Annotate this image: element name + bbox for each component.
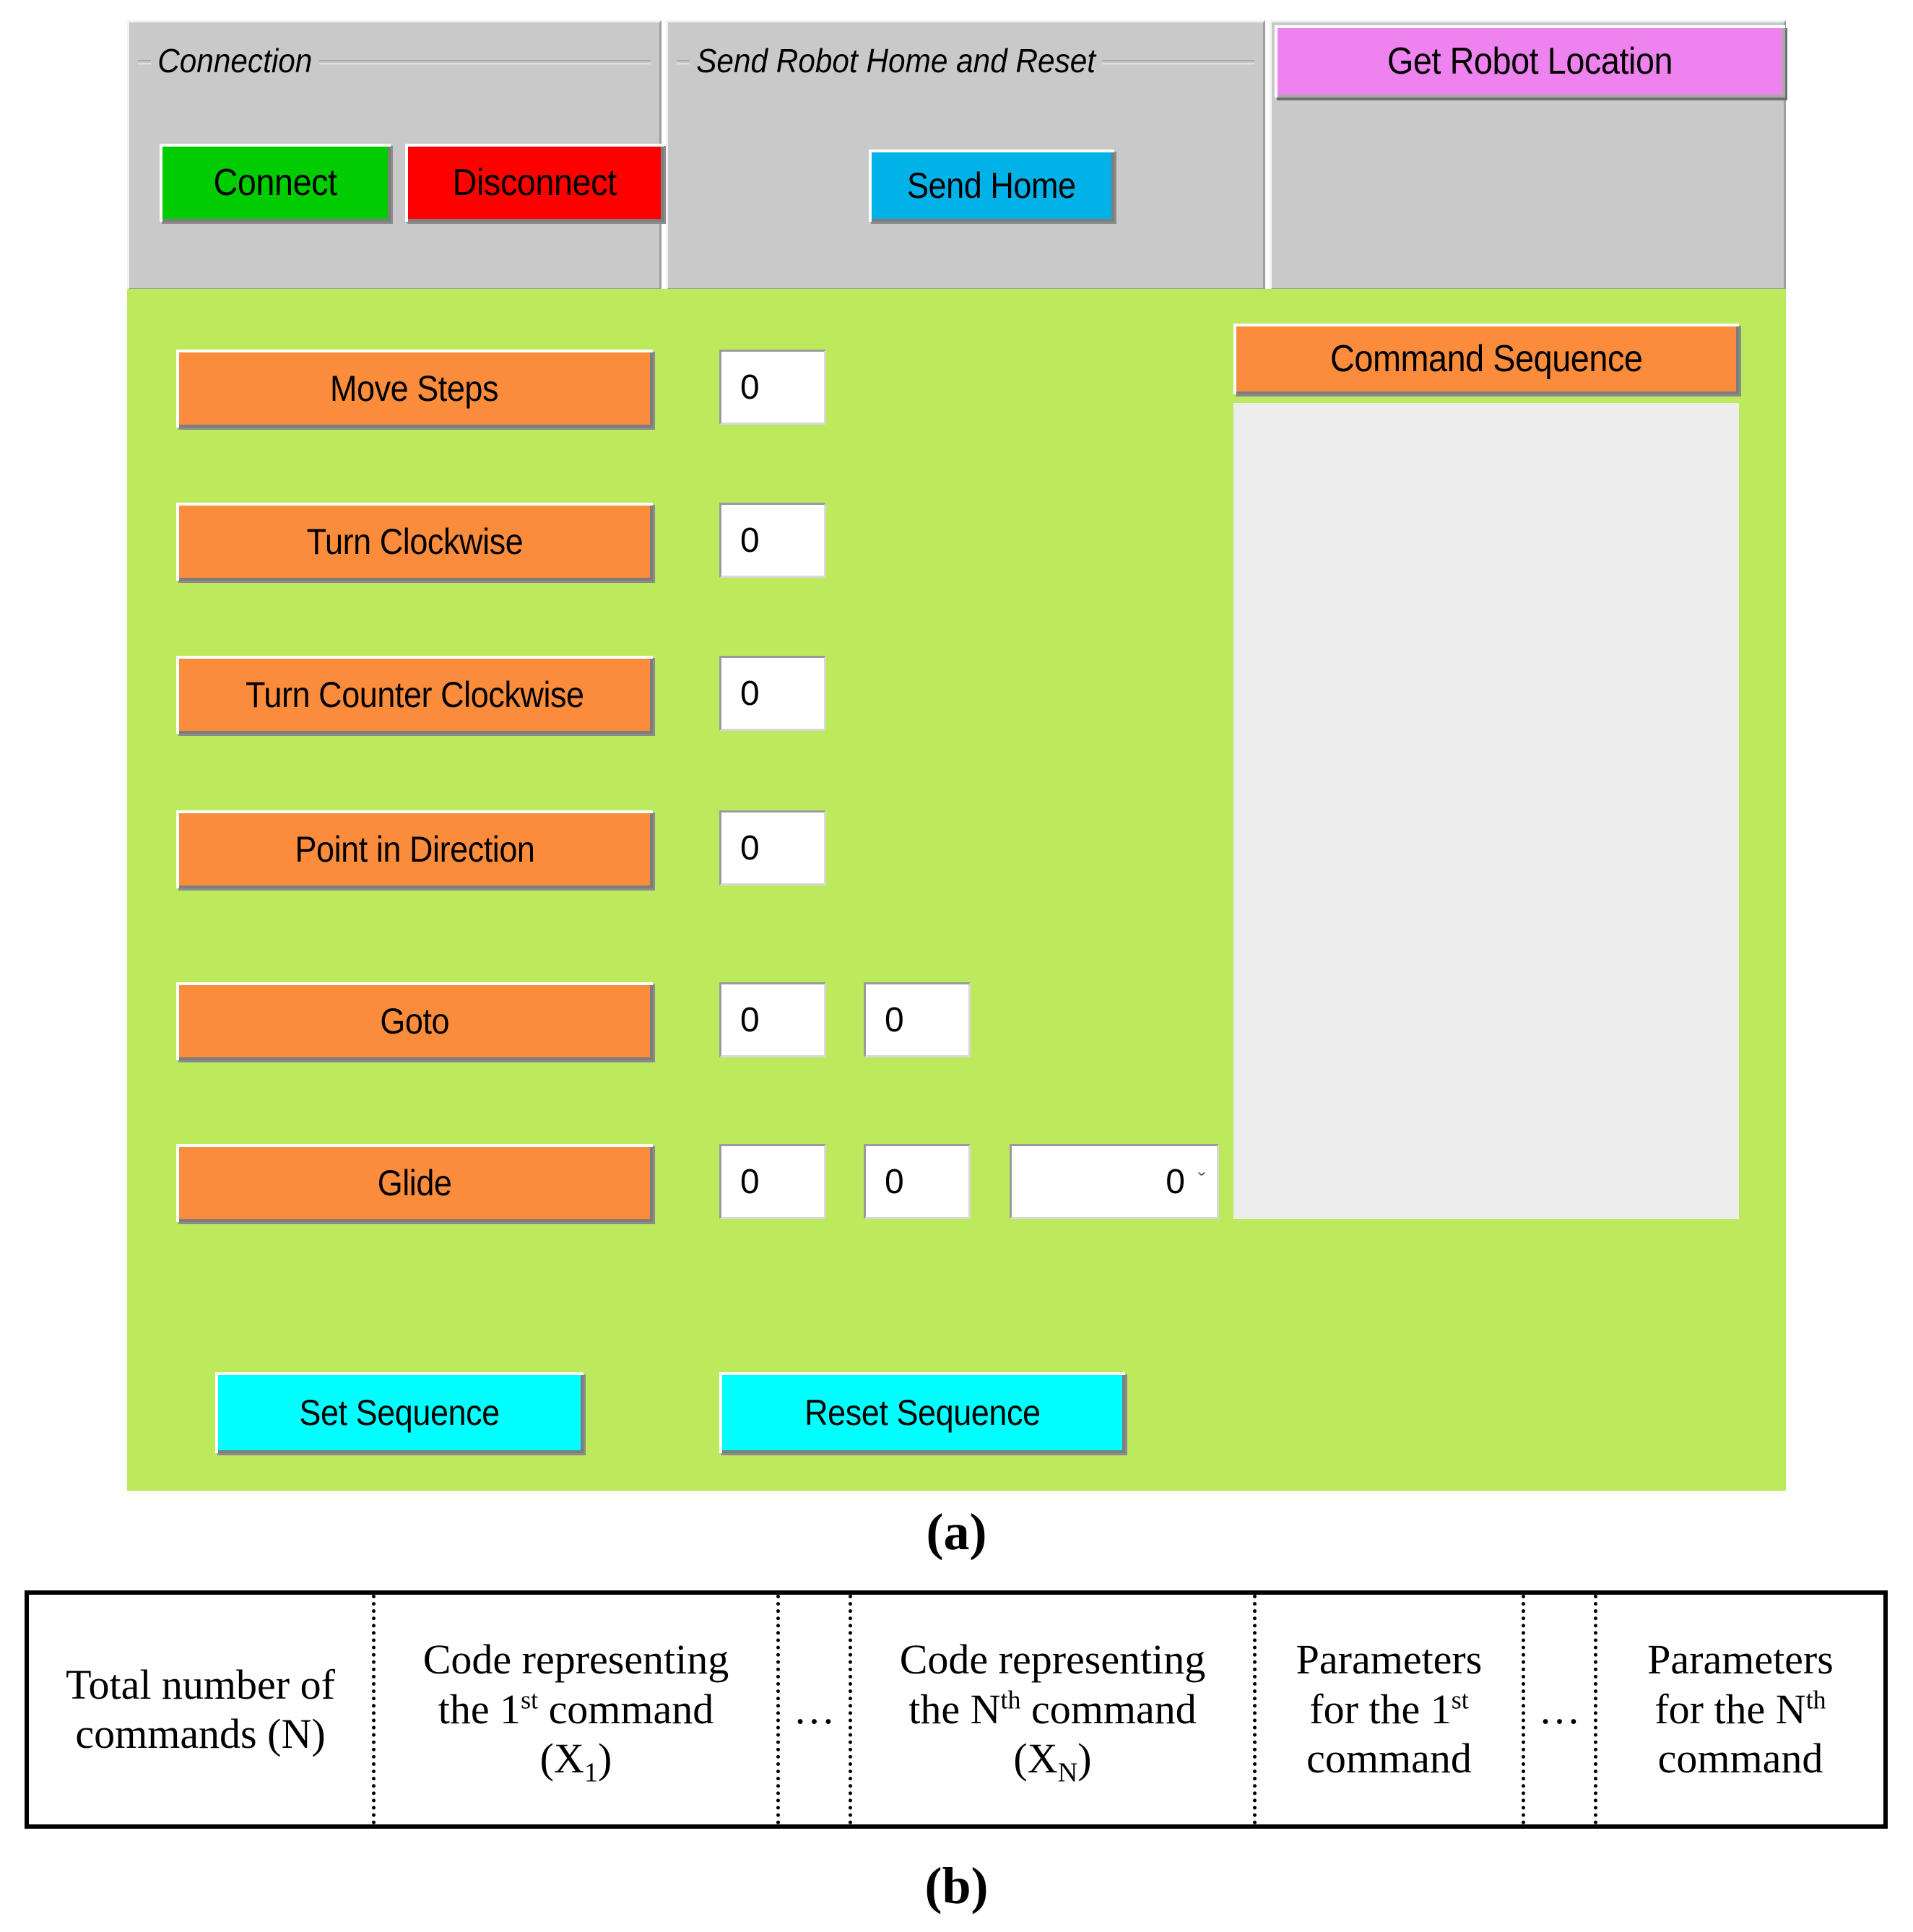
cell-line-1: Code representing [899,1636,1206,1684]
glide-button-label: Glide [377,1163,452,1203]
get-robot-location-button[interactable]: Get Robot Location [1275,25,1785,98]
table-cell-ellipsis-codes: … [780,1595,852,1824]
send-home-button-label: Send Home [907,165,1076,206]
get-robot-location-button-label: Get Robot Location [1387,40,1673,82]
robot-control-gui: Connection Connect Disconnect Send Robot… [127,10,1786,1491]
table-cell-ellipsis-parameters: … [1525,1595,1597,1824]
figure-caption-a: (a) [926,1503,987,1561]
cell-line-3: command [1306,1735,1472,1782]
glide-duration-combobox[interactable]: 0 ˇ [1010,1144,1219,1219]
chevron-down-icon[interactable]: ˇ [1198,1169,1205,1193]
glide-x-input[interactable]: 0 [719,1144,826,1219]
command-sequence-button[interactable]: Command Sequence [1233,324,1739,394]
cell-line-2: commands (N) [75,1710,326,1757]
ellipsis-text: … [793,1685,836,1733]
command-row-turn-counter-clockwise: Turn Counter Clockwise 0 [127,656,1786,742]
table-cell-code-nth-command: Code representing the Nth command (XN) [852,1595,1257,1824]
cell-line-2: for the Nth [1654,1685,1826,1733]
point-in-direction-input[interactable]: 0 [719,810,826,885]
cell-line-1: Code representing [422,1636,729,1684]
goto-button-label: Goto [380,1001,449,1041]
cell-line-3: (XN) [1013,1735,1092,1788]
group-send-robot-home-and-reset: Send Robot Home and Reset Send Home [666,20,1265,290]
glide-duration-value: 0 [1166,1162,1185,1201]
point-in-direction-button-label: Point in Direction [294,829,535,870]
command-row-move-steps: Move Steps 0 [127,350,1786,436]
command-sequence-button-label: Command Sequence [1329,338,1643,380]
group-connection: Connection Connect Disconnect [127,20,664,290]
goto-x-input[interactable]: 0 [719,982,826,1057]
packet-format-table: Total number of commands (N) Code repres… [25,1590,1888,1829]
table-cell-parameters-first-command: Parameters for the 1st command [1257,1595,1525,1824]
glide-button[interactable]: Glide [176,1144,653,1222]
table-cell-total-commands: Total number of commands (N) [29,1595,376,1824]
move-steps-button[interactable]: Move Steps [176,350,653,428]
group-home-legend: Send Robot Home and Reset [690,41,1103,80]
cell-line-2: for the 1st [1309,1685,1469,1733]
point-in-direction-button[interactable]: Point in Direction [176,810,653,888]
command-row-goto: Goto 0 0 [127,982,1786,1069]
ellipsis-text: … [1538,1685,1581,1733]
disconnect-button-label: Disconnect [452,162,617,204]
reset-sequence-button[interactable]: Reset Sequence [719,1372,1125,1453]
cell-line-2: the Nth command [908,1685,1197,1733]
turn-counter-clockwise-input[interactable]: 0 [719,656,826,731]
cell-line-1: Parameters [1296,1636,1483,1684]
glide-y-input[interactable]: 0 [864,1144,971,1219]
command-sequence-listbox[interactable] [1233,403,1739,1219]
table-cell-parameters-nth-command: Parameters for the Nth command [1597,1595,1883,1824]
reset-sequence-button-label: Reset Sequence [804,1392,1041,1433]
cell-line-3: (X1) [539,1735,612,1788]
set-sequence-button-label: Set Sequence [299,1392,500,1433]
turn-counter-clockwise-button-label: Turn Counter Clockwise [245,675,584,715]
connect-button[interactable]: Connect [160,144,391,222]
command-row-glide: Glide 0 0 0 ˇ [127,1144,1786,1231]
turn-clockwise-button[interactable]: Turn Clockwise [176,503,653,581]
command-builder-panel: Move Steps 0 Turn Clockwise 0 Turn Count… [127,289,1786,1491]
connect-button-label: Connect [213,162,337,204]
move-steps-input[interactable]: 0 [719,350,826,425]
move-steps-button-label: Move Steps [330,368,499,409]
group-connection-rule [138,60,651,64]
send-home-button[interactable]: Send Home [869,150,1114,222]
table-cell-code-first-command: Code representing the 1st command (X1) [376,1595,780,1824]
command-row-point-in-direction: Point in Direction 0 [127,810,1786,897]
set-sequence-button[interactable]: Set Sequence [215,1372,584,1453]
goto-y-input[interactable]: 0 [864,982,971,1057]
group-connection-legend: Connection [151,41,319,80]
figure-caption-b: (b) [924,1857,989,1915]
command-row-turn-clockwise: Turn Clockwise 0 [127,503,1786,589]
cell-line-2: the 1st command [438,1685,714,1733]
cell-line-1: Total number of [66,1660,335,1708]
turn-clockwise-input[interactable]: 0 [719,503,826,578]
turn-clockwise-button-label: Turn Clockwise [306,521,523,562]
cell-line-3: command [1657,1735,1823,1782]
goto-button[interactable]: Goto [176,982,653,1060]
disconnect-button[interactable]: Disconnect [405,144,664,222]
cell-line-1: Parameters [1647,1636,1834,1684]
group-get-robot-location: Get Robot Location [1270,20,1786,290]
turn-counter-clockwise-button[interactable]: Turn Counter Clockwise [176,656,653,734]
